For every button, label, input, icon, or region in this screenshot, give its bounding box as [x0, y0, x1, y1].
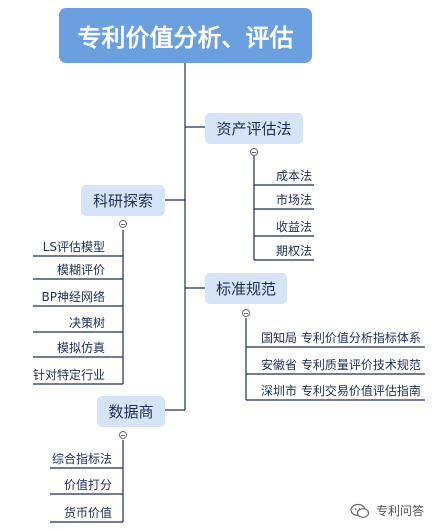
- branch-research[interactable]: 科研探索: [81, 185, 165, 216]
- leaf-shenzhen-trade-guide[interactable]: 深圳市 专利交易价值评估指南: [261, 383, 421, 398]
- collapse-toggle-data-vendors[interactable]: [119, 431, 127, 439]
- root-node[interactable]: 专利价值分析、评估: [59, 8, 312, 63]
- leaf-simulation[interactable]: 模拟仿真: [56, 340, 105, 355]
- leaf-value-scoring[interactable]: 价值打分: [63, 477, 112, 492]
- leaf-decision-tree[interactable]: 决策树: [68, 315, 105, 330]
- leaf-fuzzy-evaluation[interactable]: 模糊评价: [56, 262, 105, 277]
- leaf-specific-industry[interactable]: 针对特定行业: [32, 367, 105, 382]
- branch-standards[interactable]: 标准规范: [205, 273, 287, 304]
- watermark: 专利问答: [350, 502, 424, 519]
- leaf-income-method[interactable]: 收益法: [275, 219, 312, 234]
- leaf-cnipa-index-system[interactable]: 国知局 专利价值分析指标体系: [261, 330, 421, 345]
- leaf-cost-method[interactable]: 成本法: [275, 168, 312, 183]
- collapse-toggle-asset[interactable]: [250, 148, 258, 156]
- leaf-composite-index[interactable]: 综合指标法: [51, 451, 112, 466]
- collapse-toggle-research[interactable]: [119, 220, 127, 228]
- leaf-monetary-value[interactable]: 货币价值: [63, 505, 112, 520]
- leaf-anhui-quality-spec[interactable]: 安徽省 专利质量评价技术规范: [261, 357, 421, 372]
- branch-asset-evaluation[interactable]: 资产评估法: [205, 113, 303, 144]
- leaf-ls-model[interactable]: LS评估模型: [42, 239, 105, 254]
- collapse-toggle-standards[interactable]: [242, 309, 250, 317]
- branch-data-vendors[interactable]: 数据商: [97, 396, 165, 427]
- wechat-icon: [350, 503, 370, 518]
- leaf-option-method[interactable]: 期权法: [275, 243, 312, 258]
- leaf-bp-neural-network[interactable]: BP神经网络: [41, 289, 105, 304]
- leaf-market-method[interactable]: 市场法: [275, 192, 312, 207]
- watermark-text: 专利问答: [375, 504, 424, 518]
